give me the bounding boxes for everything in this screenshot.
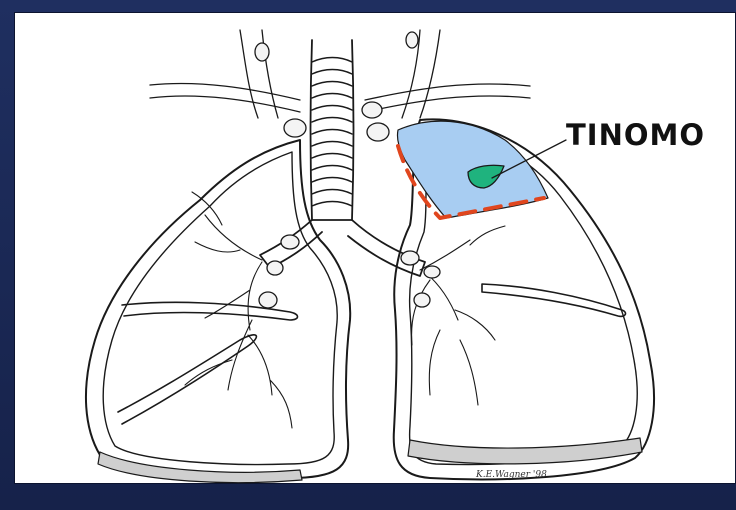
tracheal-rings <box>312 58 352 207</box>
left-lung-base <box>408 438 642 464</box>
right-lung-pleura <box>103 152 337 464</box>
artist-signature: K.E.Wagner '98 <box>476 470 547 480</box>
right-oblique-fissure <box>118 335 256 424</box>
left-bronchial-tree <box>412 226 505 405</box>
tumor-label: TINOMO <box>566 118 705 152</box>
right-lung-base <box>98 452 302 483</box>
left-oblique-fissure <box>482 284 625 316</box>
great-vessels <box>150 30 530 118</box>
